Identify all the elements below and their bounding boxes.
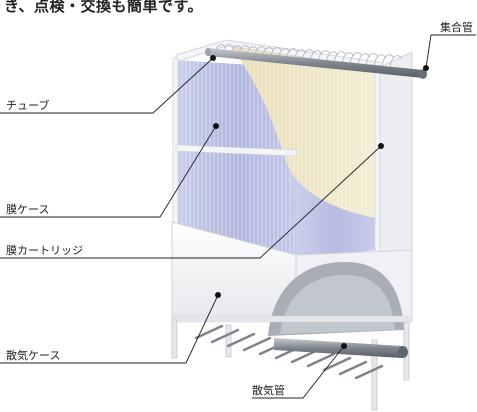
membrane-case-side (377, 51, 413, 271)
aeration-case (171, 221, 413, 336)
aeration-case-label: 散気ケース (6, 349, 61, 362)
header-pipe (205, 44, 427, 79)
aeration-case-pointer-dot (215, 292, 221, 298)
caption-text: き、点検・交換も簡単です。 (4, 0, 203, 15)
leader-dots (210, 55, 429, 349)
cartridge-pointer-dot (378, 143, 384, 149)
membrane-case-label: 膜ケース (6, 203, 50, 216)
membrane-sheets (172, 39, 381, 259)
leader-lines (0, 34, 476, 399)
tube-label: チューブ (6, 99, 50, 112)
aeration-main-pipe (274, 338, 408, 358)
membrane-cartridge-label: 膜カートリッジ (6, 244, 83, 257)
membrane-case-pointer-dot (213, 123, 219, 129)
aeration-pipe-label: 散気管 (252, 384, 285, 397)
header-pipe-label: 集合管 (440, 21, 473, 34)
header-pointer-dot (423, 65, 429, 71)
aeration-pipe-pointer-dot (341, 343, 347, 349)
tube-pointer-dot (210, 55, 216, 61)
